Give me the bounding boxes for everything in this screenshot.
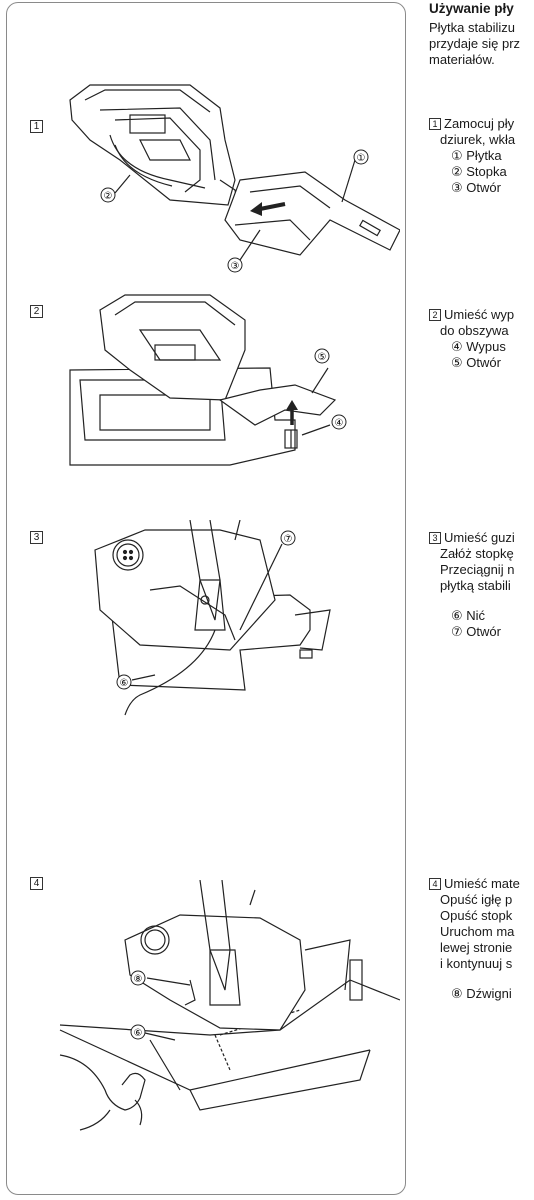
step-line: do obszywa bbox=[440, 323, 509, 338]
callout-8: ⑧ bbox=[134, 974, 143, 985]
step-box-2: 2 bbox=[30, 305, 43, 318]
legend-item: ⑥ Nić bbox=[451, 608, 486, 623]
intro-line: Płytka stabilizu bbox=[429, 20, 515, 35]
figure-panel bbox=[6, 2, 406, 1195]
legend-item: ⑤ Otwór bbox=[451, 355, 501, 370]
callout-6b: ⑥ bbox=[134, 1028, 143, 1039]
figure-step-4: ⑧ ⑥ bbox=[59, 880, 400, 1131]
figure-step-1: ① ② ③ bbox=[69, 84, 400, 273]
step-box-1: 1 bbox=[30, 120, 43, 133]
step-box-3: 3 bbox=[30, 531, 43, 544]
step-3-num: 3 bbox=[429, 532, 441, 544]
step-line: dziurek, wkła bbox=[440, 132, 516, 147]
step-line: Uruchom ma bbox=[440, 924, 515, 939]
step-line: Opuść stopk bbox=[440, 908, 513, 923]
step-line: Zamocuj pły bbox=[444, 116, 515, 131]
step-line: i kontynuuj s bbox=[440, 956, 513, 971]
callout-7: ⑦ bbox=[284, 534, 293, 545]
callout-4: ④ bbox=[335, 418, 344, 429]
step-line: Załóż stopkę bbox=[440, 546, 514, 561]
figure-step-2: ⑤ ④ bbox=[69, 294, 347, 466]
intro-text: Płytka stabilizu przydaje się prz materi… bbox=[429, 20, 534, 68]
callout-1: ① bbox=[357, 153, 366, 164]
figure-step-3: ⑦ ⑥ bbox=[94, 520, 331, 716]
legend-item: ⑧ Dźwigni bbox=[451, 986, 512, 1001]
callout-6: ⑥ bbox=[120, 678, 129, 689]
section-title: Używanie pły bbox=[429, 1, 514, 16]
step-4-num: 4 bbox=[429, 878, 441, 890]
legend-item: ① Płytka bbox=[451, 148, 502, 163]
step-line: płytką stabili bbox=[440, 578, 511, 593]
step-line: Umieść guzi bbox=[444, 530, 515, 545]
step-box-4: 4 bbox=[30, 877, 43, 890]
step-line: Umieść mate bbox=[444, 876, 520, 891]
legend-item: ③ Otwór bbox=[451, 180, 501, 195]
callout-5: ⑤ bbox=[318, 352, 327, 363]
step-2-num: 2 bbox=[429, 309, 441, 321]
legend-item: ⑦ Otwór bbox=[451, 624, 501, 639]
intro-line: materiałów. bbox=[429, 52, 495, 67]
step-line: Umieść wyp bbox=[444, 307, 515, 322]
step-line: Przeciągnij n bbox=[440, 562, 515, 577]
legend-item: ④ Wypus bbox=[451, 339, 506, 354]
callout-2: ② bbox=[104, 191, 113, 202]
step-1-num: 1 bbox=[429, 118, 441, 130]
step-line: Opuść igłę p bbox=[440, 892, 513, 907]
legend-item: ② Stopka bbox=[451, 164, 507, 179]
callout-3: ③ bbox=[231, 261, 240, 272]
intro-line: przydaje się prz bbox=[429, 36, 521, 51]
step-line: lewej stronie bbox=[440, 940, 513, 955]
